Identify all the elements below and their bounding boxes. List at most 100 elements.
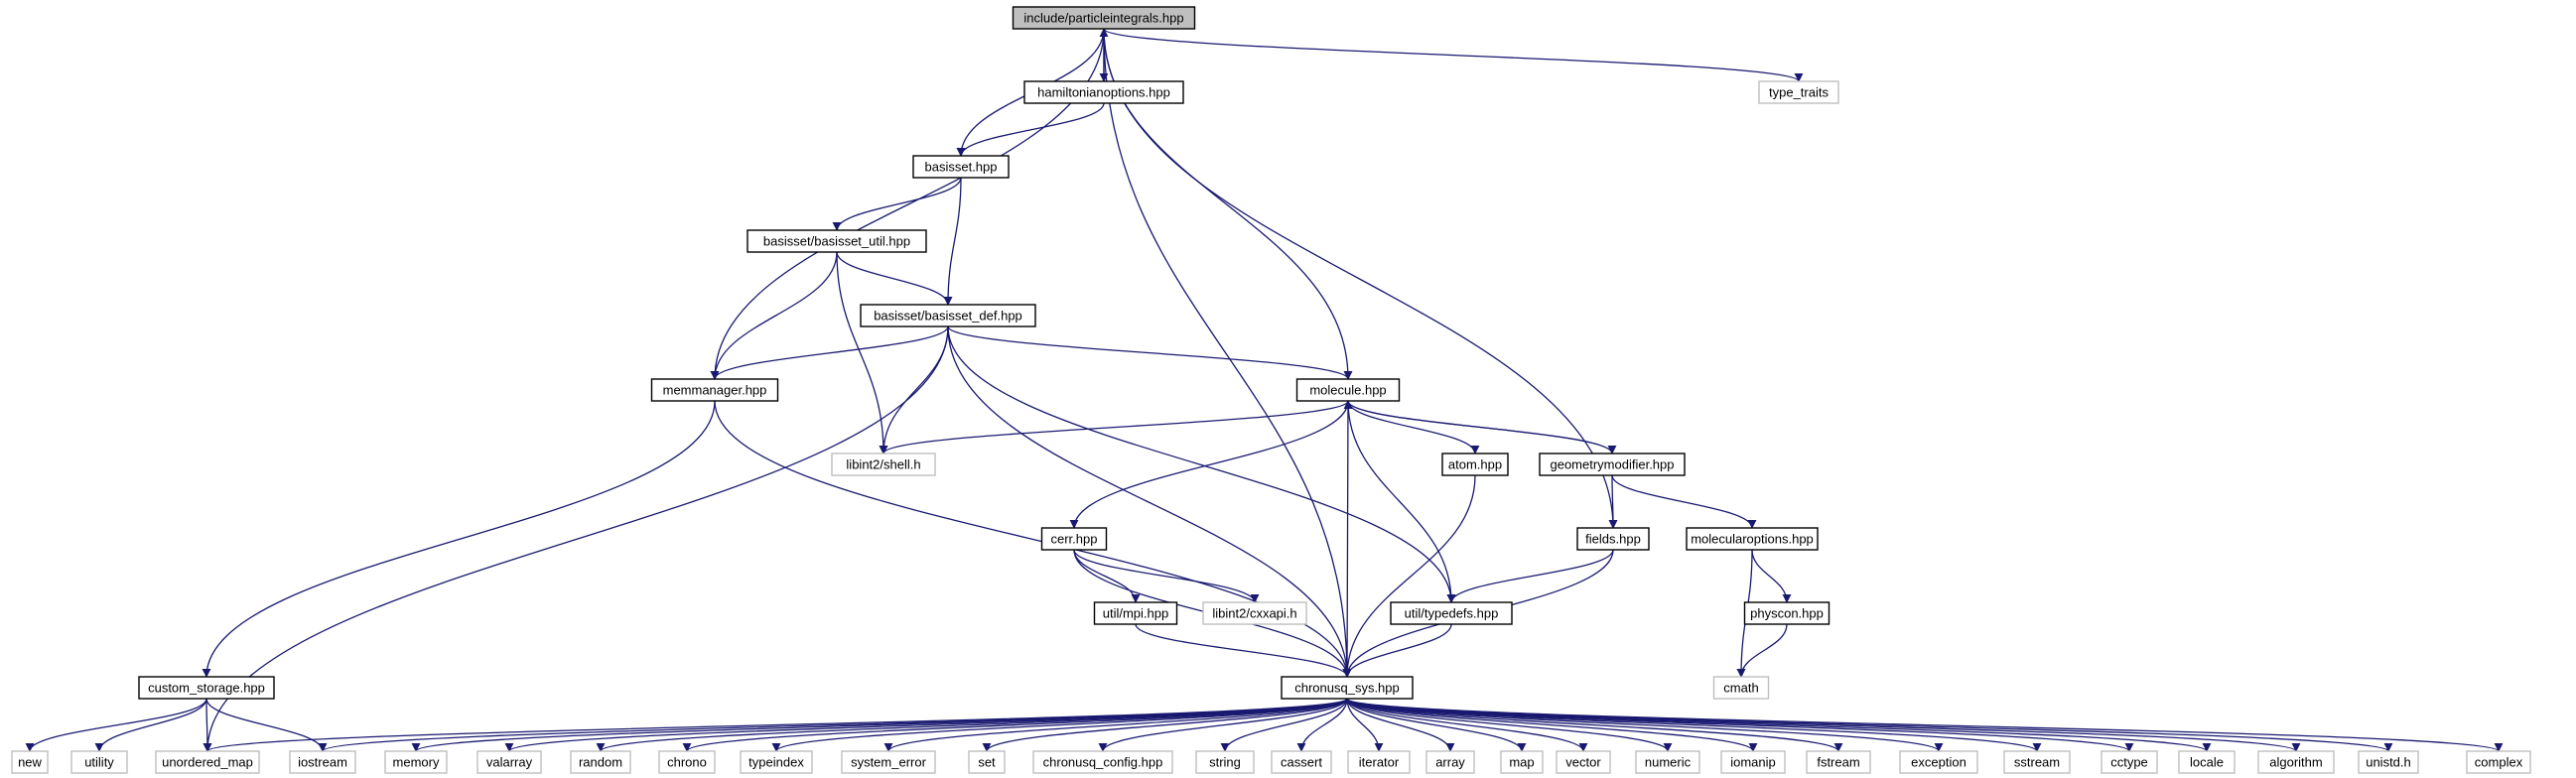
node-box-molecularoptions[interactable] <box>1686 527 1819 551</box>
node-label-memory: memory <box>393 755 440 770</box>
node-complex: complex <box>2466 750 2531 774</box>
node-label-sstream: sstream <box>2014 755 2060 770</box>
node-root[interactable]: include/particleintegrals.hpp <box>1012 6 1196 30</box>
node-box-basisset-def[interactable] <box>860 304 1036 327</box>
edge-molecule-to-util-typedefs <box>1347 400 1456 603</box>
node-box-hamiltonianoptions[interactable] <box>1023 80 1184 104</box>
node-box-memory <box>384 750 448 774</box>
node-label-random: random <box>579 755 622 770</box>
node-box-string <box>1195 750 1255 774</box>
node-vector: vector <box>1556 750 1611 774</box>
edge-geometrymodifier-to-fields <box>1608 474 1618 529</box>
nodes-layer: include/particleintegrals.hpp hamiltonian… <box>11 6 2531 774</box>
node-box-libint-cxxapi <box>1202 601 1307 625</box>
node-box-molecule[interactable] <box>1295 378 1401 402</box>
node-algorithm: algorithm <box>2257 750 2335 774</box>
node-label-cctype: cctype <box>2110 755 2148 770</box>
node-cmath: cmath <box>1712 676 1770 700</box>
node-molecule[interactable]: molecule.hpp <box>1295 378 1401 402</box>
node-iomanip: iomanip <box>1720 750 1786 774</box>
node-label-molecule: molecule.hpp <box>1309 383 1386 398</box>
node-basisset-def[interactable]: basisset/basisset_def.hpp <box>860 304 1036 327</box>
node-geometrymodifier[interactable]: geometrymodifier.hpp <box>1539 453 1686 476</box>
node-label-new: new <box>18 755 42 770</box>
node-box-root[interactable] <box>1012 6 1196 30</box>
node-label-memmanager: memmanager.hpp <box>663 383 767 398</box>
node-label-map: map <box>1509 755 1534 770</box>
node-label-util-mpi: util/mpi.hpp <box>1103 606 1168 621</box>
node-label-basisset-def: basisset/basisset_def.hpp <box>874 309 1022 324</box>
node-label-basisset-util: basisset/basisset_util.hpp <box>763 234 910 249</box>
node-box-basisset-util[interactable] <box>746 229 927 253</box>
edge-chronusq-sys-to-chronusq-config <box>1098 698 1348 752</box>
edge-molecule-to-cerr <box>1069 400 1349 529</box>
node-label-unordered-map: unordered_map <box>162 755 253 770</box>
node-typeindex: typeindex <box>740 750 813 774</box>
node-box-atom[interactable] <box>1441 453 1509 476</box>
node-box-iostream <box>289 750 356 774</box>
node-box-cassert <box>1271 750 1332 774</box>
node-basisset[interactable]: basisset.hpp <box>912 155 1010 179</box>
edge-chronusq-sys-to-memory <box>411 698 1348 752</box>
node-box-type-traits <box>1758 80 1839 104</box>
node-label-molecularoptions: molecularoptions.hpp <box>1691 532 1814 547</box>
edge-root-to-chronusq-sys <box>1103 28 1352 678</box>
node-atom[interactable]: atom.hpp <box>1441 453 1509 476</box>
node-label-custom-storage: custom_storage.hpp <box>148 681 265 696</box>
node-fields[interactable]: fields.hpp <box>1576 527 1650 551</box>
edge-chronusq-sys-to-iostream <box>318 698 1348 752</box>
node-hamiltonianoptions[interactable]: hamiltonianoptions.hpp <box>1023 80 1184 104</box>
edge-molecule-to-libint-shell <box>879 400 1349 454</box>
node-random: random <box>570 750 631 774</box>
node-box-libint-shell <box>831 453 936 476</box>
node-box-unordered-map <box>155 750 260 774</box>
edge-chronusq-sys-to-set <box>982 698 1348 752</box>
edge-custom-storage-to-utility <box>94 698 207 752</box>
node-label-atom: atom.hpp <box>1448 457 1502 472</box>
edge-chronusq-sys-to-sstream <box>1346 698 2042 752</box>
node-type-traits: type_traits <box>1758 80 1839 104</box>
node-box-basisset[interactable] <box>912 155 1010 179</box>
node-box-custom-storage[interactable] <box>138 676 275 700</box>
node-label-typeindex: typeindex <box>748 755 804 770</box>
node-box-geometrymodifier[interactable] <box>1539 453 1686 476</box>
node-label-fstream: fstream <box>1817 755 1859 770</box>
node-util-typedefs[interactable]: util/typedefs.hpp <box>1390 601 1513 625</box>
node-array: array <box>1425 750 1475 774</box>
node-box-chronusq-config <box>1032 750 1173 774</box>
node-box-cerr[interactable] <box>1040 527 1108 551</box>
node-label-numeric: numeric <box>1645 755 1692 770</box>
edge-molecularoptions-to-physcon <box>1751 549 1792 603</box>
node-set: set <box>968 750 1006 774</box>
node-box-memmanager[interactable] <box>650 378 779 402</box>
edge-chronusq-sys-to-string <box>1220 698 1348 752</box>
node-box-fields[interactable] <box>1576 527 1650 551</box>
node-label-cassert: cassert <box>1281 755 1322 770</box>
node-cerr[interactable]: cerr.hpp <box>1040 527 1108 551</box>
edge-chronusq-sys-to-unordered-map <box>203 698 1348 752</box>
edge-chronusq-sys-to-system-error <box>883 698 1348 752</box>
edge-geometrymodifier-to-molecule <box>1343 400 1613 454</box>
node-exception: exception <box>1899 750 1978 774</box>
node-custom-storage[interactable]: custom_storage.hpp <box>138 676 275 700</box>
node-box-vector <box>1556 750 1611 774</box>
node-box-typeindex <box>740 750 813 774</box>
node-label-set: set <box>978 755 996 770</box>
node-box-physcon[interactable] <box>1743 601 1830 625</box>
node-memmanager[interactable]: memmanager.hpp <box>650 378 779 402</box>
node-box-algorithm <box>2257 750 2335 774</box>
node-chronusq-sys[interactable]: chronusq_sys.hpp <box>1281 676 1414 700</box>
node-molecularoptions[interactable]: molecularoptions.hpp <box>1686 527 1819 551</box>
node-basisset-util[interactable]: basisset/basisset_util.hpp <box>746 229 927 253</box>
node-label-locale: locale <box>2190 755 2224 770</box>
node-label-cmath: cmath <box>1723 681 1758 696</box>
node-box-chronusq-sys[interactable] <box>1281 676 1414 700</box>
node-label-geometrymodifier: geometrymodifier.hpp <box>1550 457 1674 472</box>
edge-chronusq-sys-to-fstream <box>1346 698 1843 752</box>
node-box-util-mpi[interactable] <box>1093 601 1178 625</box>
node-box-util-typedefs[interactable] <box>1390 601 1513 625</box>
edge-custom-storage-to-unordered-map <box>203 698 212 752</box>
node-physcon[interactable]: physcon.hpp <box>1743 601 1830 625</box>
node-util-mpi[interactable]: util/mpi.hpp <box>1093 601 1178 625</box>
